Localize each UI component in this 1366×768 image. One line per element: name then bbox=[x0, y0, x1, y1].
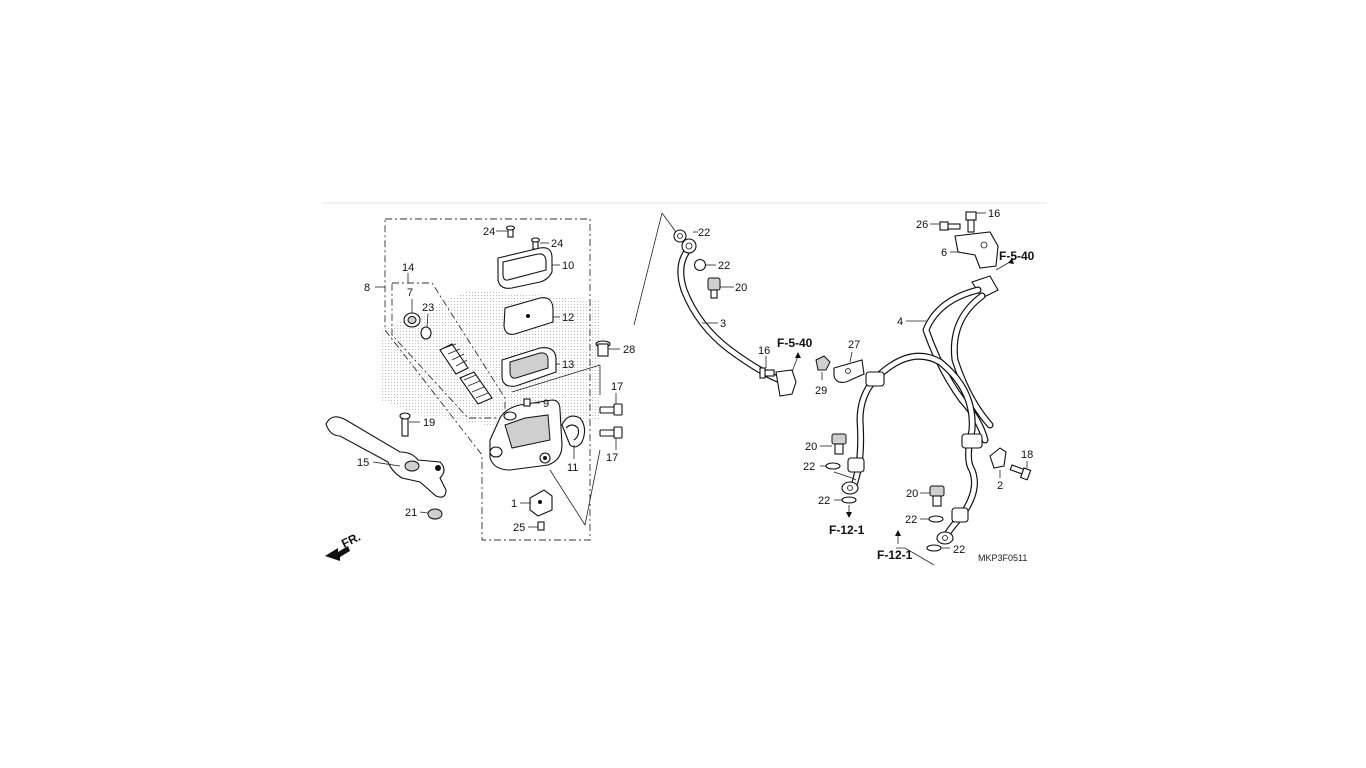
callout-4: 4 bbox=[897, 316, 903, 328]
callout-8: 8 bbox=[364, 282, 370, 294]
callout-21: 21 bbox=[405, 507, 417, 519]
callout-16-b: 16 bbox=[988, 208, 1000, 220]
banjo-bolt-20-a bbox=[707, 277, 721, 299]
callout-20-a: 20 bbox=[735, 282, 747, 294]
callout-6: 6 bbox=[941, 247, 947, 259]
callout-16-a: 16 bbox=[758, 345, 770, 357]
nut-21 bbox=[427, 508, 443, 520]
washer-22-f bbox=[926, 544, 942, 552]
bolt-26 bbox=[939, 221, 961, 231]
callout-13: 13 bbox=[562, 359, 574, 371]
callout-17-a: 17 bbox=[611, 381, 623, 393]
grommet-mid bbox=[961, 433, 983, 449]
callout-20-c: 20 bbox=[906, 488, 918, 500]
master-cylinder-body bbox=[489, 399, 563, 471]
screw-24-a bbox=[505, 225, 516, 238]
nut-29 bbox=[815, 355, 831, 371]
callout-25: 25 bbox=[513, 522, 525, 534]
bolt-16-a bbox=[759, 367, 775, 379]
washer-22-e bbox=[928, 515, 944, 523]
ref-f540-a: F-5-40 bbox=[777, 336, 813, 350]
screw-9 bbox=[523, 398, 531, 407]
callout-23: 23 bbox=[422, 302, 434, 314]
bracket-6 bbox=[954, 231, 999, 269]
callout-9: 9 bbox=[543, 398, 549, 410]
banjo-bolt-20-b bbox=[831, 433, 847, 455]
pivot-bolt-19 bbox=[399, 412, 411, 437]
ref-f540-b: F-5-40 bbox=[999, 249, 1035, 263]
washer-22-b bbox=[693, 258, 707, 272]
reservoir-cap-10 bbox=[497, 247, 553, 289]
boot-7 bbox=[403, 312, 421, 328]
callout-26: 26 bbox=[916, 219, 928, 231]
banjo-bolt-20-c bbox=[929, 485, 945, 507]
washer-22-c bbox=[825, 462, 841, 470]
clamp-11 bbox=[561, 415, 586, 448]
callout-12: 12 bbox=[562, 312, 574, 324]
callout-22-a: 22 bbox=[698, 227, 710, 239]
callout-1: 1 bbox=[511, 498, 517, 510]
diagram-code: MKP3F0511 bbox=[978, 553, 1027, 563]
callout-3: 3 bbox=[720, 318, 726, 330]
bolt-17-a bbox=[599, 403, 623, 416]
return-spring bbox=[459, 371, 493, 405]
callout-14: 14 bbox=[402, 262, 414, 274]
hose-joint-upper bbox=[865, 371, 885, 387]
callout-24-b: 24 bbox=[551, 238, 563, 250]
leaders-left bbox=[372, 212, 677, 528]
screw-25 bbox=[537, 521, 545, 531]
hose-fitting-3 bbox=[775, 369, 797, 397]
callout-17-b: 17 bbox=[606, 452, 618, 464]
collar-lower-left bbox=[847, 457, 865, 473]
front-direction-arrow bbox=[325, 546, 350, 561]
callout-22-b: 22 bbox=[718, 260, 730, 272]
callout-22-f: 22 bbox=[953, 544, 965, 556]
screw-24-b bbox=[530, 237, 541, 250]
callout-20-b: 20 bbox=[805, 441, 817, 453]
callout-15: 15 bbox=[357, 457, 369, 469]
clamp-27 bbox=[833, 359, 865, 383]
callout-27: 27 bbox=[848, 339, 860, 351]
callout-22-d: 22 bbox=[818, 495, 830, 507]
piston-spring bbox=[439, 343, 469, 375]
callout-19: 19 bbox=[423, 417, 435, 429]
bolt-18 bbox=[1009, 464, 1032, 481]
callout-labels: 24 24 10 12 13 8 14 7 23 9 28 17 17 11 1… bbox=[339, 208, 1034, 563]
callout-22-c: 22 bbox=[803, 461, 815, 473]
callout-29: 29 bbox=[815, 385, 827, 397]
plate-12 bbox=[503, 297, 554, 335]
ref-f121-b: F-12-1 bbox=[877, 548, 913, 562]
leaders-right bbox=[820, 212, 1028, 566]
callout-7: 7 bbox=[407, 287, 413, 299]
callout-24-a: 24 bbox=[483, 226, 495, 238]
brake-hose-3 bbox=[673, 229, 801, 397]
clip-2 bbox=[989, 447, 1007, 469]
bolt-28 bbox=[595, 340, 611, 357]
bolt-17-b bbox=[599, 426, 623, 439]
direction-label: FR. bbox=[339, 530, 363, 551]
callout-28: 28 bbox=[623, 344, 635, 356]
washer-22-d bbox=[841, 496, 857, 504]
banjo-end-right bbox=[936, 531, 954, 545]
master-cylinder-group bbox=[325, 212, 677, 561]
ref-f121-a: F-12-1 bbox=[829, 523, 865, 537]
callout-2: 2 bbox=[997, 480, 1003, 492]
banjo-end-left bbox=[841, 481, 859, 495]
brake-switch-1 bbox=[529, 489, 553, 517]
brake-hose-4-assembly bbox=[815, 211, 1032, 566]
callout-18: 18 bbox=[1021, 449, 1033, 461]
callout-11: 11 bbox=[567, 462, 578, 474]
collar-lower-right bbox=[951, 507, 969, 523]
callout-10: 10 bbox=[562, 260, 574, 272]
circlip-23 bbox=[420, 326, 432, 340]
brake-lever-15 bbox=[325, 416, 447, 498]
group-outline-8 bbox=[384, 218, 591, 541]
callout-22-e: 22 bbox=[905, 514, 917, 526]
diaphragm-13 bbox=[501, 347, 557, 387]
bolt-16-b bbox=[965, 211, 977, 233]
